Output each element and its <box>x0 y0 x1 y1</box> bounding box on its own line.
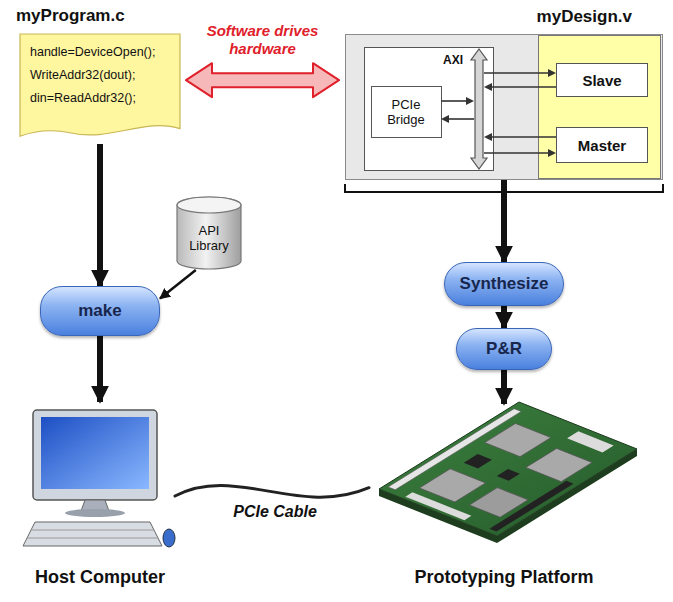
library-label: API Library <box>179 223 239 253</box>
code-line: din=ReadAddr32(); <box>30 90 172 107</box>
flow-arrow <box>97 336 103 402</box>
library-cylinder: API Library <box>176 196 242 270</box>
note-outline <box>20 34 180 136</box>
small-chip <box>497 469 520 481</box>
code-note: myProgram.chandle=DeviceOpen();WriteAddr… <box>20 34 180 144</box>
signal-head <box>441 115 449 123</box>
connector <box>567 431 614 452</box>
signal-head <box>548 69 556 77</box>
keyboard <box>23 522 162 546</box>
fpga-chip <box>526 448 592 481</box>
connector <box>405 492 471 520</box>
flow-arrow <box>501 180 507 262</box>
key-row <box>31 530 154 531</box>
node-heading: Host Computer <box>25 567 175 588</box>
signal-line <box>491 86 556 88</box>
signal-line <box>484 72 549 74</box>
computer-icon <box>23 410 175 547</box>
board-icon <box>379 402 637 543</box>
cable <box>175 485 369 497</box>
code-line: handle=DeviceOpen(); <box>30 44 172 61</box>
bus-box: AXI PCIe Bridge <box>364 47 494 171</box>
fpga-chip <box>469 488 528 518</box>
signal-line <box>484 152 549 154</box>
flow-arrow <box>501 306 507 328</box>
process-pill: P&R <box>456 328 552 370</box>
signal-head <box>484 133 492 141</box>
signal-line <box>491 136 556 138</box>
monitor-screen <box>41 417 149 489</box>
flow-arrow <box>501 370 507 404</box>
edge-label: PCIe Cable <box>217 502 333 522</box>
prototyping-board: Prototyping Platform <box>369 404 639 590</box>
small-chip <box>464 454 492 468</box>
signal-head <box>484 83 492 91</box>
edge-label: Software drives hardware <box>183 22 343 58</box>
monitor-frame <box>33 410 157 500</box>
signal-line <box>448 118 474 120</box>
cylinder-body <box>177 197 241 269</box>
signal-head <box>466 97 474 105</box>
step-label: P&R <box>486 339 522 359</box>
fpga-chip <box>419 469 485 502</box>
monitor-base <box>65 509 125 517</box>
board-pcb <box>379 402 637 536</box>
cylinder-top <box>177 197 241 213</box>
process-pill: make <box>40 286 160 336</box>
module-label: Master <box>578 137 626 154</box>
flow-arrow <box>97 144 103 286</box>
bridge-box: PCIe Bridge <box>371 86 442 138</box>
file-name: myDesign.v <box>537 7 632 27</box>
host-computer: Host Computer <box>25 402 175 590</box>
key-row <box>27 538 158 539</box>
signal-line <box>441 100 467 102</box>
step-label: make <box>78 301 121 321</box>
block-label: PCIe Bridge <box>374 97 439 127</box>
bus-arrow <box>471 49 487 169</box>
double-arrow <box>186 63 339 97</box>
step-label: Synthesize <box>460 274 549 294</box>
module-box: Slave <box>556 63 648 97</box>
flow-arrow <box>160 270 196 299</box>
process-pill: Synthesize <box>444 262 564 306</box>
design-box: myDesign.vAXIPCIe BridgeSlaveMaster <box>345 34 663 180</box>
fpga-chip <box>485 423 551 456</box>
node-heading: Prototyping Platform <box>369 567 639 588</box>
mouse <box>163 529 175 547</box>
signal-head <box>548 149 556 157</box>
code-line: WriteAddr32(dout); <box>30 67 172 84</box>
bus-label: AXI <box>365 48 493 67</box>
module-box: Master <box>556 127 648 163</box>
file-name: myProgram.c <box>16 6 125 26</box>
module-label: Slave <box>582 72 621 89</box>
